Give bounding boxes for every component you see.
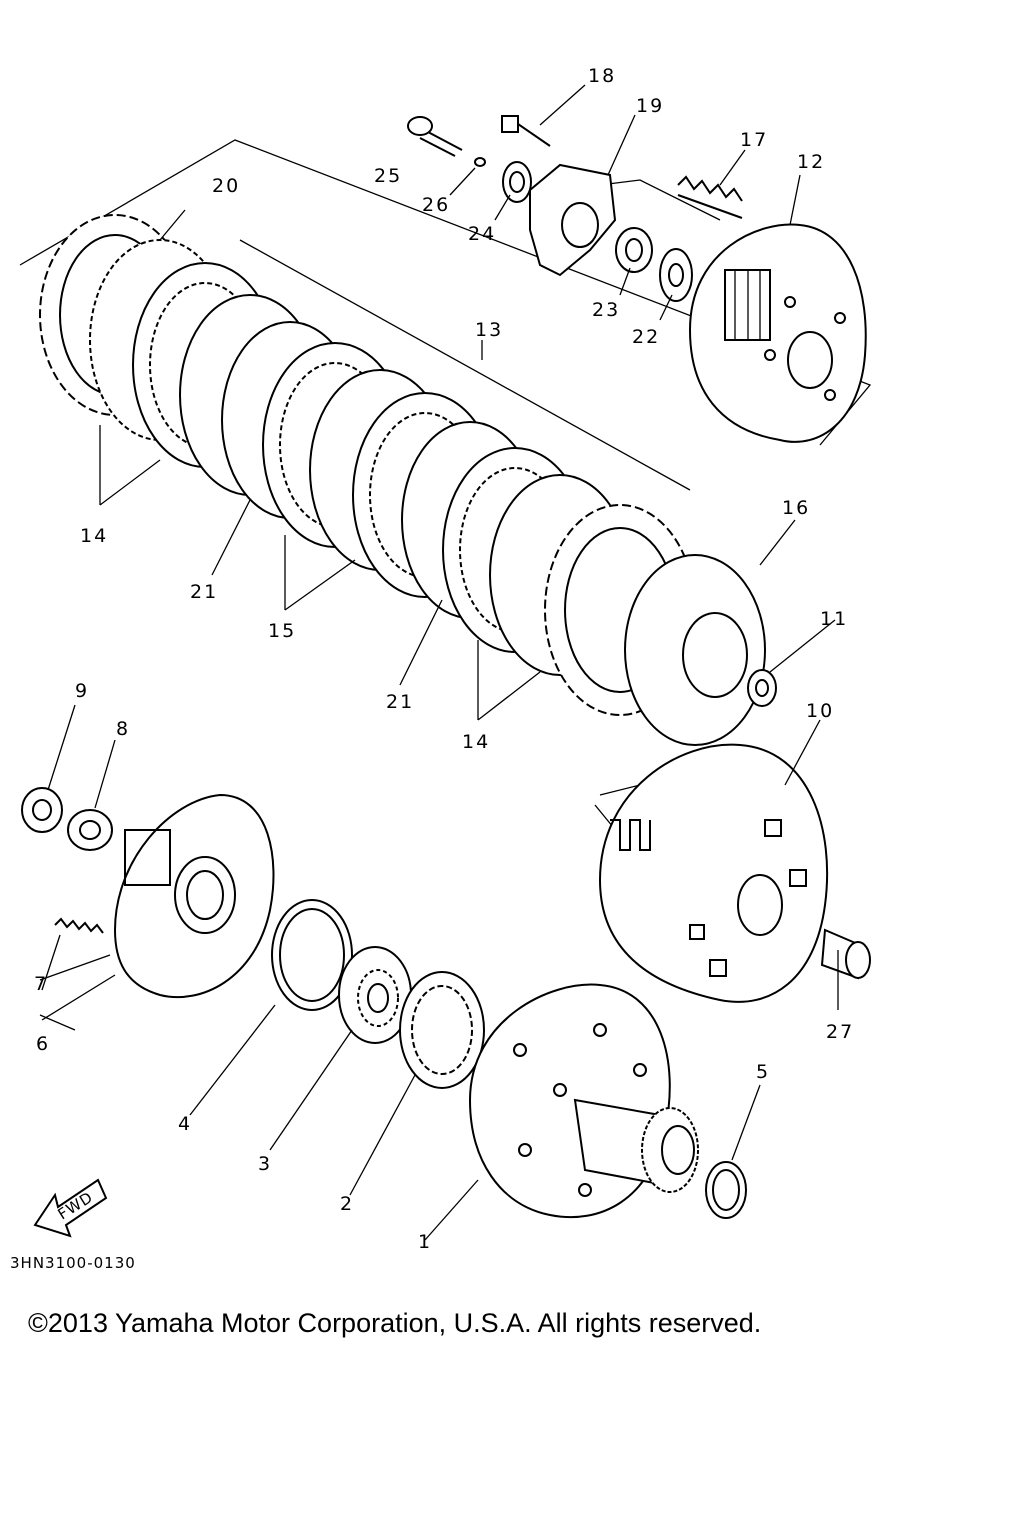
label-22: 22 <box>632 326 660 348</box>
label-16: 16 <box>782 497 810 519</box>
one-way-clutch-2 <box>399 971 485 1089</box>
spring-17 <box>677 175 743 219</box>
lock-washer-8 <box>67 809 113 851</box>
bearing-24 <box>502 161 532 203</box>
clutch-housing-10 <box>598 743 829 1003</box>
washer-5 <box>705 1161 747 1219</box>
copyright-notice: ©2013 Yamaha Motor Corporation, U.S.A. A… <box>28 1308 762 1338</box>
collar-27 <box>820 928 871 980</box>
fwd-arrow: FWD <box>33 1178 108 1238</box>
bolt-25 <box>407 116 463 157</box>
clutch-boss-12 <box>688 223 867 443</box>
label-8: 8 <box>116 718 130 740</box>
label-1: 1 <box>418 1231 432 1253</box>
leader-lines <box>41 84 839 1241</box>
label-21a: 21 <box>190 581 218 603</box>
clutch-exploded-diagram: 1 2 3 4 5 6 7 8 9 10 11 12 13 14 14 15 1… <box>10 65 872 1272</box>
label-27: 27 <box>826 1021 854 1043</box>
nut-9 <box>21 787 63 833</box>
primary-drive-gear-1 <box>468 983 699 1219</box>
label-20: 20 <box>212 175 240 197</box>
label-14a: 14 <box>80 525 108 547</box>
label-6: 6 <box>36 1033 50 1055</box>
label-11: 11 <box>820 608 848 630</box>
label-19: 19 <box>636 95 664 117</box>
label-24: 24 <box>468 223 496 245</box>
label-18: 18 <box>588 65 616 87</box>
label-5: 5 <box>756 1061 770 1083</box>
label-23: 23 <box>592 299 620 321</box>
nut-23 <box>615 227 653 273</box>
label-15: 15 <box>268 620 296 642</box>
pressure-plate-19 <box>529 163 617 277</box>
label-17: 17 <box>740 129 768 151</box>
drawing-code: 3HN3100-0130 <box>10 1254 136 1272</box>
label-25: 25 <box>374 165 402 187</box>
part-labels: 1 2 3 4 5 6 7 8 9 10 11 12 13 14 14 15 1… <box>34 65 854 1253</box>
label-9: 9 <box>75 680 89 702</box>
label-12: 12 <box>797 151 825 173</box>
label-4: 4 <box>178 1113 192 1135</box>
label-3: 3 <box>258 1153 272 1175</box>
primary-sheave-6 <box>113 793 275 999</box>
pressure-plate-16 <box>624 554 766 746</box>
bolt-18 <box>501 115 551 147</box>
label-26: 26 <box>422 194 450 216</box>
clutch-plate-stack <box>39 214 696 716</box>
circlip-11 <box>747 669 777 707</box>
label-10: 10 <box>806 700 834 722</box>
label-7: 7 <box>34 973 48 995</box>
label-13: 13 <box>475 319 503 341</box>
spring-7 <box>54 917 104 934</box>
label-2: 2 <box>340 1193 354 1215</box>
o-ring-4 <box>271 899 353 1011</box>
label-21b: 21 <box>386 691 414 713</box>
washer-26 <box>474 157 486 167</box>
label-14b: 14 <box>462 731 490 753</box>
lock-washer-22 <box>659 248 693 302</box>
